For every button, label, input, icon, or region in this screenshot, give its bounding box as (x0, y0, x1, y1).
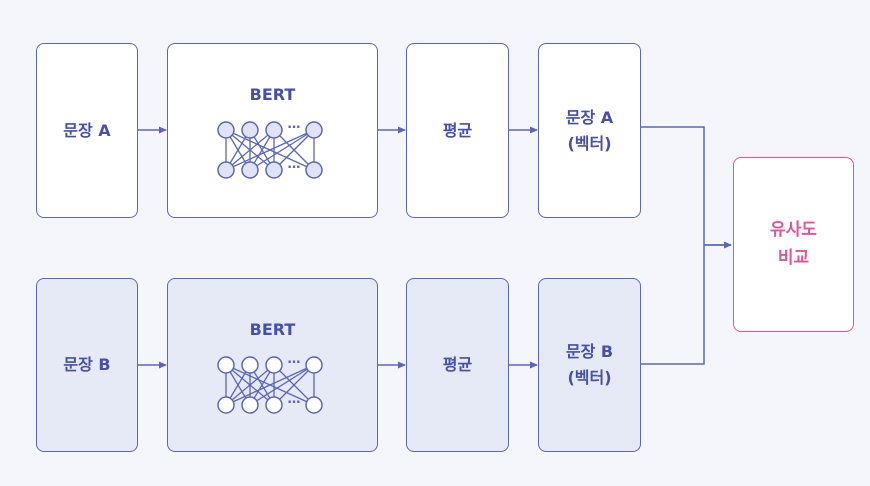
svg-text:…: … (288, 157, 301, 172)
bert-a-title: BERT (249, 85, 296, 104)
sentence-a-label: 문장 A (63, 120, 111, 140)
sentence-b-label: 문장 B (63, 355, 111, 375)
pooling-a-box: 평균 (406, 43, 509, 218)
pooling-b-label: 평균 (442, 355, 473, 375)
similarity-label: 유사도 (770, 220, 817, 241)
neural-network-icon: … … (217, 352, 323, 414)
bert-a-box: BERT … … (167, 43, 378, 218)
pooling-b-box: 평균 (406, 278, 509, 452)
bert-b-box: BERT … … (167, 278, 378, 452)
vector-a-box: 문장 A (벡터) (538, 43, 641, 218)
svg-text:…: … (288, 392, 301, 407)
vector-b-sublabel: (벡터) (567, 368, 612, 387)
vector-a-label: 문장 A (565, 107, 614, 127)
vector-b-box: 문장 B (벡터) (538, 278, 641, 452)
vector-b-label: 문장 B (565, 342, 614, 362)
bert-b-title: BERT (249, 320, 296, 339)
pooling-a-label: 평균 (442, 120, 473, 140)
svg-text:…: … (288, 117, 301, 132)
vector-a-sublabel: (벡터) (567, 133, 612, 153)
sentence-a-box: 문장 A (36, 43, 138, 218)
similarity-compare-box: 유사도 비교 (733, 157, 854, 332)
svg-text:…: … (288, 352, 301, 367)
neural-network-icon: … … (217, 117, 323, 179)
compare-label: 비교 (777, 247, 810, 268)
sentence-b-box: 문장 B (36, 278, 138, 452)
